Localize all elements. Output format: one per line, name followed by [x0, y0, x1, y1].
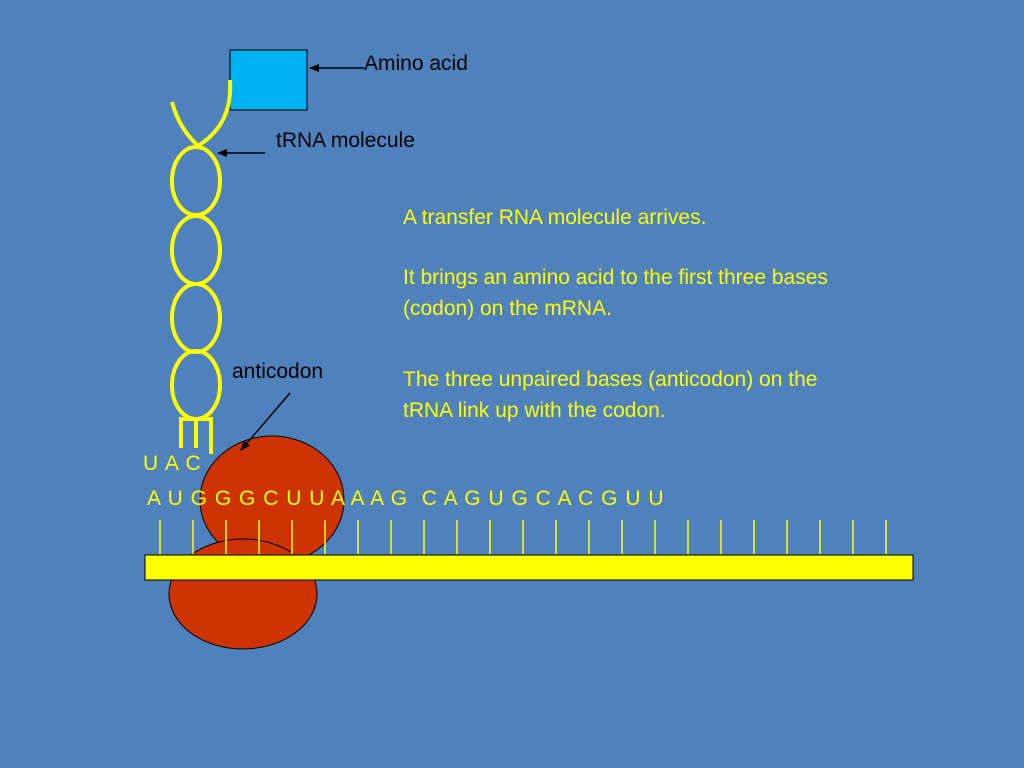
trna-left-arm	[170, 101, 200, 148]
trna-molecule	[170, 79, 233, 454]
anticodon-sequence: U A C	[143, 452, 202, 475]
mrna-sequence: A U G G G C U U A A A G C A G U G C A C …	[147, 487, 665, 510]
explanation-paragraph-1: A transfer RNA molecule arrives.	[403, 206, 707, 229]
explanation-paragraph-2-line-2: (codon) on the mRNA.	[403, 297, 612, 320]
trna-molecule-label: tRNA molecule	[276, 129, 415, 152]
trna-loop-4	[170, 349, 222, 421]
amino-acid-label: Amino acid	[364, 52, 468, 75]
amino-acid-block	[229, 49, 308, 111]
explanation-paragraph-2-line-1: It brings an amino acid to the first thr…	[403, 266, 828, 289]
trna-loop-1	[170, 145, 222, 217]
anticodon-label: anticodon	[232, 360, 324, 383]
explanation-paragraph-3-line-1: The three unpaired bases (anticodon) on …	[403, 368, 818, 391]
explanation-paragraph-3-line-2: tRNA link up with the codon.	[403, 399, 666, 422]
anticodon-arrow	[240, 392, 291, 451]
trna-loop-2	[170, 214, 222, 286]
trna-loop-3	[170, 282, 222, 354]
mrna-strand	[144, 554, 914, 581]
mrna-base-ticks	[159, 520, 887, 554]
trna-right-arm	[196, 79, 233, 148]
